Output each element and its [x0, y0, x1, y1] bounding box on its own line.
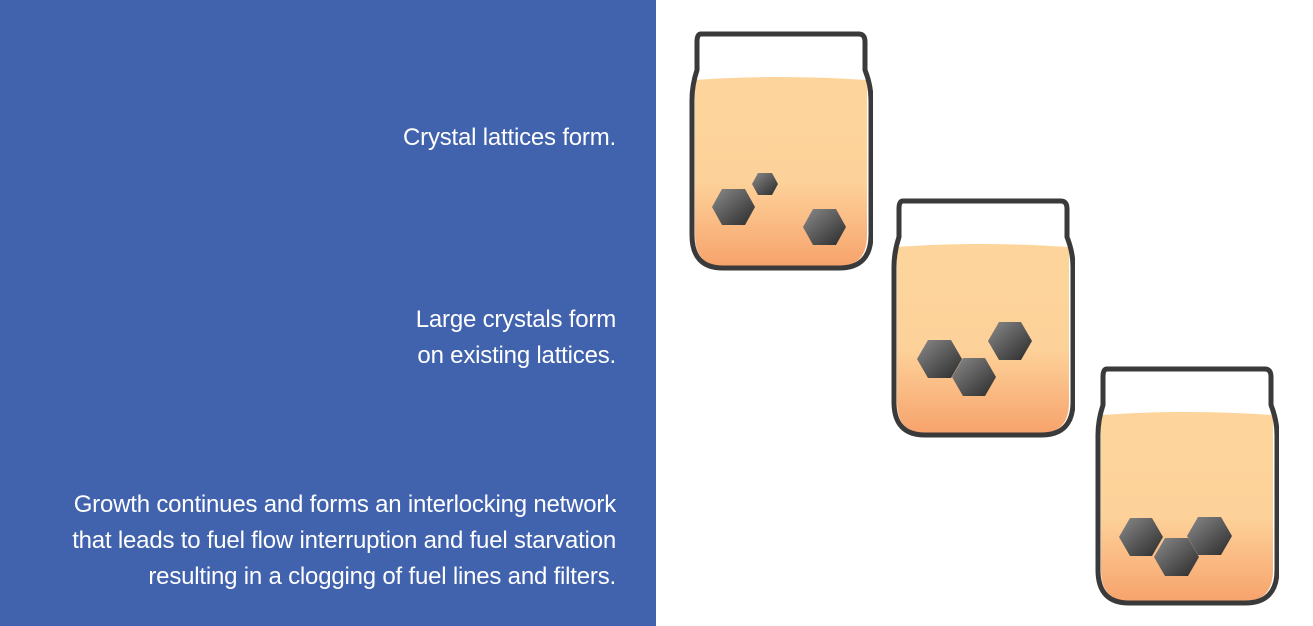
crystal — [1187, 517, 1232, 555]
stage-2-caption-line: Large crystals form — [415, 306, 616, 333]
fuel-fill — [897, 244, 1069, 433]
stage-2-caption-line: on existing lattices. — [417, 342, 616, 369]
stage-3-caption-line: resulting in a clogging of fuel lines an… — [148, 563, 616, 590]
stage-1-caption-line: Crystal lattices form. — [403, 124, 616, 151]
stage-3-caption-line: that leads to fuel flow interruption and… — [72, 527, 616, 554]
stage-3-caption: Growth continues and forms an interlocki… — [72, 487, 616, 595]
crystal — [988, 322, 1032, 360]
crystal — [712, 189, 755, 225]
stage-1-jar — [689, 31, 873, 271]
crystal — [1154, 538, 1199, 576]
stage-3-jar — [1095, 366, 1279, 606]
stage-1-caption: Crystal lattices form. — [403, 120, 616, 156]
crystal — [752, 173, 778, 195]
stage-2-jar — [891, 198, 1075, 438]
caption-panel: Crystal lattices form. Large crystals fo… — [0, 0, 656, 626]
crystal — [917, 340, 962, 378]
jar-outline — [689, 31, 873, 271]
stage-2-caption: Large crystals form on existing lattices… — [416, 302, 616, 374]
stage-3-caption-line: Growth continues and forms an interlocki… — [73, 491, 616, 518]
crystal — [1119, 518, 1163, 556]
fuel-fill — [695, 77, 867, 266]
crystal — [952, 358, 996, 396]
crystal — [803, 209, 846, 245]
jar-outline — [891, 198, 1075, 438]
jar-outline — [1095, 366, 1279, 606]
